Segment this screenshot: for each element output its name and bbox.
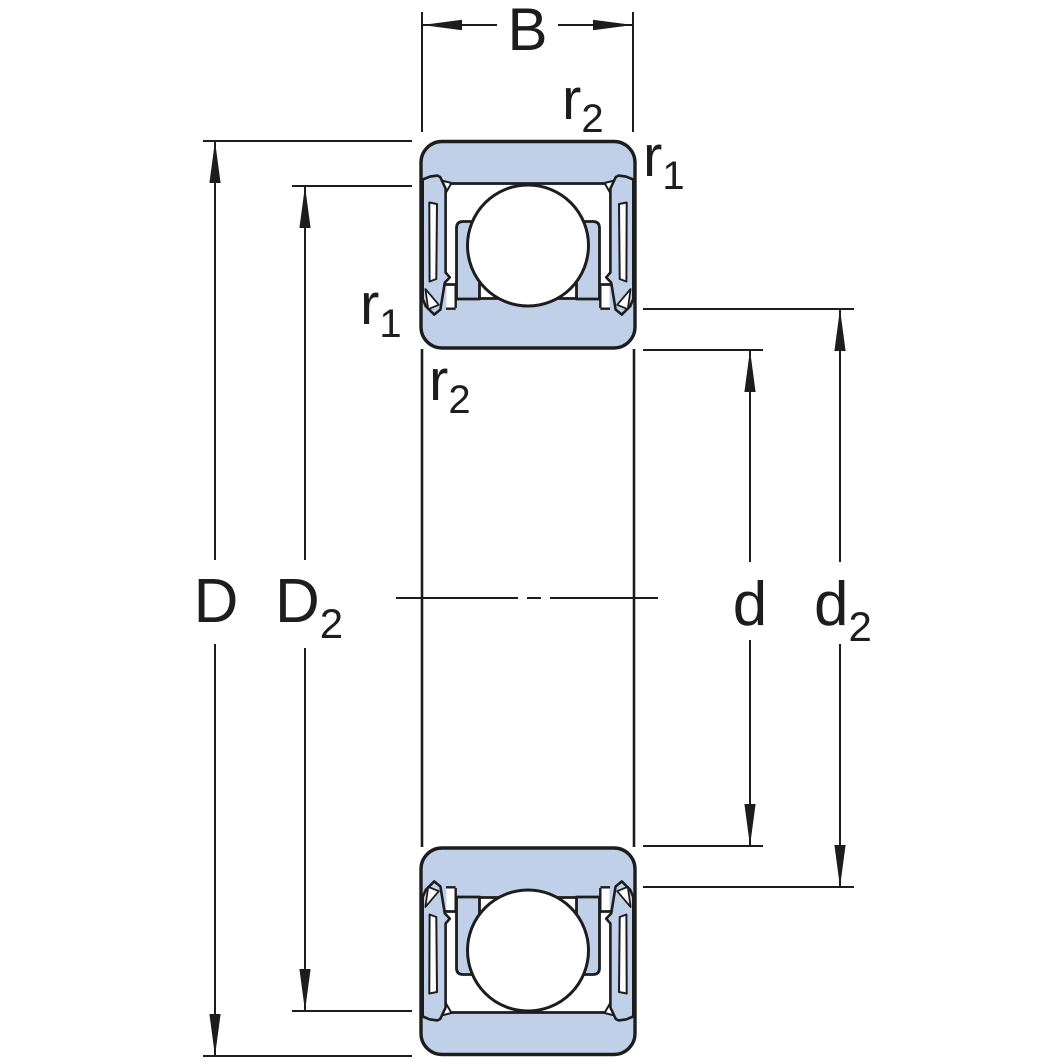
label-D: D [194, 567, 239, 636]
bearing-body [396, 142, 658, 1055]
label-r2-left: r2 [429, 348, 471, 422]
arrowhead-up-icon [209, 141, 221, 183]
arrowhead-up-icon [744, 350, 756, 392]
label-B: B [507, 0, 547, 63]
dimension-D: D [194, 140, 412, 1057]
dimension-B: B [421, 0, 634, 132]
dimension-D2: D2 [275, 185, 412, 1012]
arrowhead-down-icon [299, 969, 311, 1011]
arrowhead-down-icon [209, 1014, 221, 1056]
arrowhead-down-icon [744, 804, 756, 846]
cross-section-top [421, 142, 635, 349]
label-D2: D2 [275, 567, 343, 647]
chamfer-labels: r2 r1 r1 r2 [360, 67, 685, 422]
arrowhead-down-icon [834, 845, 846, 887]
arrowhead-left-icon [422, 19, 462, 31]
label-r2-top: r2 [562, 67, 604, 141]
label-d: d [733, 570, 767, 639]
label-r1-right: r1 [643, 124, 685, 198]
label-r1-left: r1 [360, 272, 402, 346]
dimension-d: d [643, 349, 767, 847]
arrowhead-up-icon [299, 186, 311, 228]
dimension-d2: d2 [643, 308, 872, 888]
arrowhead-up-icon [834, 309, 846, 351]
label-d2: d2 [814, 570, 872, 650]
arrowhead-right-icon [593, 19, 633, 31]
cross-section-bottom [421, 848, 635, 1055]
